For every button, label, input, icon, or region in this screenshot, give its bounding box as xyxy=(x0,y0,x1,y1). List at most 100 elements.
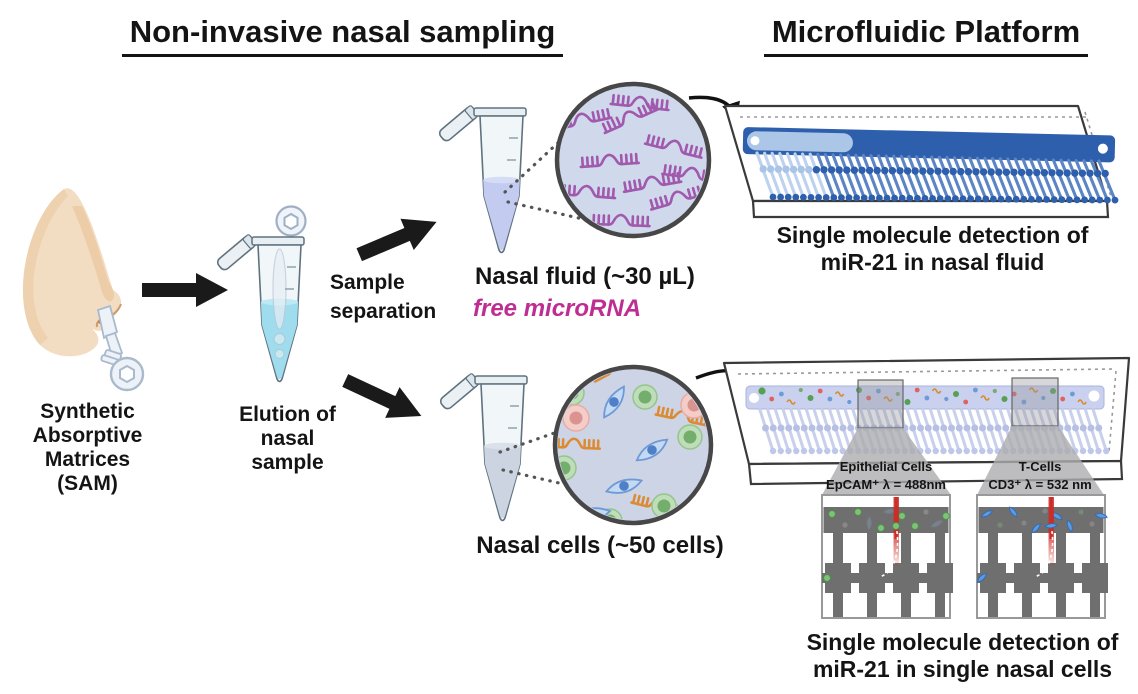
chip-channel-line xyxy=(793,152,813,199)
chip-mid-dot xyxy=(777,424,785,432)
t-cell xyxy=(1066,519,1073,533)
microrna-mark xyxy=(1077,399,1087,405)
cell-dot-green xyxy=(1001,396,1008,402)
chip-channel-line xyxy=(991,157,1011,201)
faded-cell xyxy=(930,520,944,528)
trap-block xyxy=(1014,563,1040,593)
chip-channel-line xyxy=(1044,158,1064,202)
chip-mid-dot xyxy=(1002,424,1010,432)
chip-side-channels xyxy=(755,151,1119,204)
cell-dot-small xyxy=(944,396,949,402)
chip-channel-line xyxy=(1074,159,1094,202)
nasal-fluid-label: Nasal fluid (~30 µL) xyxy=(475,263,695,290)
chip-mid-dot xyxy=(932,424,940,432)
chip-end-dot xyxy=(1087,447,1094,455)
chip-end-dot xyxy=(1081,196,1088,204)
trap-block xyxy=(927,563,953,593)
chip-channel-line xyxy=(877,154,897,200)
trap-pillar xyxy=(1022,593,1032,617)
trap-pillar xyxy=(867,593,877,617)
chip-end-dot xyxy=(952,195,959,203)
chip-end-dot xyxy=(944,195,952,203)
epithelial-cell xyxy=(942,512,950,520)
chip-channel-line xyxy=(785,152,805,199)
chip-channel-line xyxy=(953,156,973,201)
t-cell xyxy=(1094,513,1108,519)
chip-mid-dot xyxy=(805,165,813,174)
chip-mid-dot xyxy=(963,424,971,432)
chip-channel-line xyxy=(899,154,919,200)
chip-end-dot xyxy=(822,194,830,201)
trap-bridge xyxy=(1074,573,1082,583)
chip-front-face xyxy=(751,199,1110,219)
chip-mid-dot xyxy=(979,424,986,432)
chip-end-dot xyxy=(1066,196,1073,204)
section-title-right-wrap: Microfluidic Platform xyxy=(742,14,1110,57)
microrna-mark xyxy=(931,388,942,394)
cell-dot-blue xyxy=(973,387,978,393)
microfluidic-chip-fluid xyxy=(723,104,1119,219)
eppendorf-tube-cells xyxy=(439,373,528,522)
chip-mid-dot xyxy=(839,424,847,432)
chip-mid-dot xyxy=(949,167,957,176)
chip-end-dot xyxy=(808,447,815,455)
inlet-dot xyxy=(749,393,759,403)
chip-channel-line xyxy=(983,156,1003,201)
faded-cell xyxy=(842,522,848,528)
chip-end-dot xyxy=(967,195,974,203)
chip-end-dot xyxy=(929,195,936,202)
chip-end-dot xyxy=(1058,196,1066,204)
trap-pillar xyxy=(1022,533,1032,563)
chip-mid-dot xyxy=(903,167,912,175)
chip-channel-line xyxy=(1082,159,1102,202)
chip-channel-line xyxy=(801,152,821,199)
chip-end-dot xyxy=(860,194,868,202)
cell-dot-red xyxy=(1011,391,1017,397)
trap-pillar xyxy=(935,593,945,617)
chip-end-dot xyxy=(948,447,955,455)
trap-pillar xyxy=(1090,533,1100,563)
chip-channel-line xyxy=(869,154,889,200)
tube-ticks xyxy=(507,137,518,161)
trap-bridge xyxy=(1006,573,1014,583)
chip-mid-dot xyxy=(1071,169,1079,177)
chip-mid-dot xyxy=(785,424,793,432)
chip-end-dot xyxy=(1088,196,1096,204)
chip-end-dot xyxy=(1104,196,1111,204)
tube-liquid-gray xyxy=(484,446,521,518)
elution-label: Elution of nasal sample xyxy=(239,403,336,475)
chip-mid-dot xyxy=(812,166,821,174)
chip-end-dot xyxy=(769,193,777,201)
chip-mid-dot xyxy=(957,167,965,176)
chip-channel-line xyxy=(1013,157,1033,201)
section-title-left: Non-invasive nasal sampling xyxy=(121,14,564,57)
chip-end-dot xyxy=(986,447,994,455)
chip-end-dot xyxy=(1043,196,1050,203)
chip-channel-line xyxy=(839,153,859,200)
chip-mid-dot xyxy=(948,424,955,432)
chip-mid-dot xyxy=(926,167,935,175)
liquid-surface xyxy=(483,176,520,184)
cell-dot-small xyxy=(1041,395,1046,401)
chip-mid-dot xyxy=(1086,169,1094,177)
nasal-cells-label: Nasal cells (~50 cells) xyxy=(476,532,724,559)
cell-dot-blue xyxy=(1021,399,1027,405)
chip-end-dot xyxy=(1012,195,1020,203)
chip-mid-dot xyxy=(994,424,1002,432)
microrna-mark xyxy=(883,396,893,402)
chip-channel-line xyxy=(770,151,790,199)
chip-channel-line xyxy=(960,156,980,201)
chip-end-dot xyxy=(974,195,982,203)
chip-channel-line xyxy=(1051,158,1071,202)
trap-pillar xyxy=(901,593,911,617)
trap-pillar xyxy=(1090,593,1100,617)
chip-end-dot xyxy=(883,194,891,202)
faded-cell xyxy=(883,508,897,514)
faded-cell xyxy=(1042,508,1048,514)
chip-channel-line xyxy=(998,157,1018,201)
chip-end-dot xyxy=(936,195,944,202)
chip-mid-dot xyxy=(955,424,963,432)
epithelial-cell xyxy=(911,522,919,530)
chip-channel-line xyxy=(1067,158,1087,202)
chip-end-dot xyxy=(982,195,990,203)
